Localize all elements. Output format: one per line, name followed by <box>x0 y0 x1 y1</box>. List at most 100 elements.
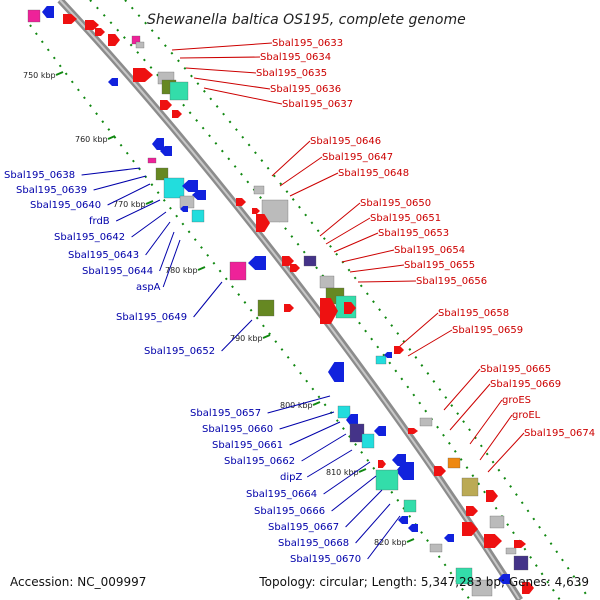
forward-gene-label: groEL <box>512 410 541 421</box>
tick-track <box>29 24 471 600</box>
gene-feature <box>429 543 443 553</box>
forward-gene-label: Sbal195_0674 <box>524 428 595 439</box>
reverse-gene-label: Sbal195_0642 <box>54 232 125 243</box>
reverse-gene-label: Sbal195_0652 <box>144 346 215 357</box>
kbp-tick-label: 780 kbp <box>165 266 198 275</box>
forward-gene-label: Sbal195_0658 <box>438 308 509 319</box>
gene-feature <box>505 547 517 555</box>
genome-backbone <box>57 0 523 600</box>
gene-feature <box>27 9 41 23</box>
gene-feature <box>172 110 182 118</box>
reverse-gene-leader <box>193 281 223 318</box>
label-leader-lines <box>81 42 525 560</box>
reverse-gene-leader <box>331 475 377 512</box>
gene-feature <box>447 457 461 469</box>
kbp-tick-mark <box>197 266 206 271</box>
kbp-tick-mark <box>406 538 415 543</box>
gene-feature <box>261 199 289 223</box>
kbp-tick-label: 770 kbp <box>113 200 146 209</box>
reverse-gene-label: Sbal195_0664 <box>246 489 317 500</box>
gene-feature <box>396 462 414 480</box>
tick-track <box>124 0 591 600</box>
forward-gene-label: Sbal195_0659 <box>452 325 523 336</box>
reverse-gene-label: Sbal195_0657 <box>190 408 261 419</box>
forward-gene-leader <box>333 232 379 253</box>
forward-gene-leader <box>469 399 503 445</box>
reverse-gene-leader <box>145 221 171 256</box>
gene-feature <box>108 78 118 86</box>
forward-gene-label: Sbal195_0647 <box>322 152 393 163</box>
gene-feature <box>328 362 344 382</box>
reverse-gene-leader <box>367 515 401 560</box>
gene-feature <box>484 534 502 548</box>
genome-summary: Topology: circular; Length: 5,347,283 bp… <box>258 575 589 589</box>
forward-gene-leader <box>279 156 323 187</box>
reverse-gene-leader <box>159 231 175 272</box>
reverse-gene-leader <box>221 319 253 352</box>
gene-feature <box>434 466 446 476</box>
reverse-gene-label: Sbal195_0640 <box>30 200 101 211</box>
reverse-gene-label: Sbal195_0638 <box>4 170 75 181</box>
kbp-tick-mark <box>262 334 271 339</box>
gene-feature <box>257 299 275 317</box>
gene-feature <box>236 198 246 206</box>
forward-gene-label: Sbal195_0635 <box>256 68 327 79</box>
reverse-gene-label: Sbal195_0660 <box>202 424 273 435</box>
gene-feature <box>248 256 266 270</box>
accession-label: Accession: NC_009997 <box>10 575 146 589</box>
gene-feature <box>63 14 77 24</box>
forward-gene-label: Sbal195_0656 <box>416 276 487 287</box>
gene-feature <box>444 534 454 542</box>
reverse-gene-label: Sbal195_0644 <box>82 266 153 277</box>
forward-gene-leader <box>349 264 405 273</box>
reverse-gene-leader <box>289 421 341 446</box>
gene-features <box>27 6 534 597</box>
reverse-gene-label: aspA <box>136 282 161 293</box>
reverse-gene-leader <box>279 411 335 430</box>
reverse-gene-label: Sbal195_0643 <box>68 250 139 261</box>
forward-gene-leader <box>325 217 371 245</box>
gene-labels: Sbal195_0633Sbal195_0634Sbal195_0635Sbal… <box>4 38 595 565</box>
forward-gene-leader <box>479 414 513 461</box>
reverse-gene-label: Sbal195_0639 <box>16 185 87 196</box>
gene-feature <box>394 346 404 354</box>
kbp-tick-mark <box>107 135 116 140</box>
forward-gene-leader <box>319 202 361 237</box>
reverse-gene-label: Sbal195_0666 <box>254 506 325 517</box>
gene-feature <box>375 469 399 491</box>
gene-feature <box>486 490 498 502</box>
reverse-gene-label: Sbal195_0668 <box>278 538 349 549</box>
gene-feature <box>152 138 164 150</box>
gene-feature <box>522 582 534 594</box>
forward-gene-label: Sbal195_0646 <box>310 136 381 147</box>
gene-feature <box>160 146 172 156</box>
forward-gene-leader <box>357 280 417 283</box>
reverse-gene-leader <box>93 175 147 191</box>
reverse-gene-label: frdB <box>89 216 110 227</box>
forward-gene-leader <box>289 172 339 197</box>
gene-feature <box>42 6 54 18</box>
kbp-tick-mark <box>358 468 367 473</box>
forward-gene-label: Sbal195_0650 <box>360 198 431 209</box>
reverse-gene-leader <box>81 167 141 176</box>
forward-gene-label: groES <box>502 395 531 406</box>
kbp-tick-label: 820 kbp <box>374 538 407 547</box>
gene-feature <box>169 81 189 101</box>
reverse-gene-label: Sbal195_0649 <box>116 312 187 323</box>
gene-feature <box>147 157 157 164</box>
gene-feature <box>182 180 198 192</box>
gene-feature <box>108 34 120 46</box>
forward-gene-leader <box>443 368 481 411</box>
forward-gene-leader <box>185 67 257 74</box>
reverse-gene-leader <box>323 461 371 495</box>
reverse-gene-label: Sbal195_0667 <box>268 522 339 533</box>
reverse-gene-leader <box>107 183 151 206</box>
gene-feature <box>135 41 145 49</box>
gene-feature <box>282 256 294 266</box>
forward-gene-label: Sbal195_0653 <box>378 228 449 239</box>
gene-feature <box>378 460 386 468</box>
gene-feature <box>155 167 169 181</box>
forward-gene-leader <box>449 383 491 431</box>
